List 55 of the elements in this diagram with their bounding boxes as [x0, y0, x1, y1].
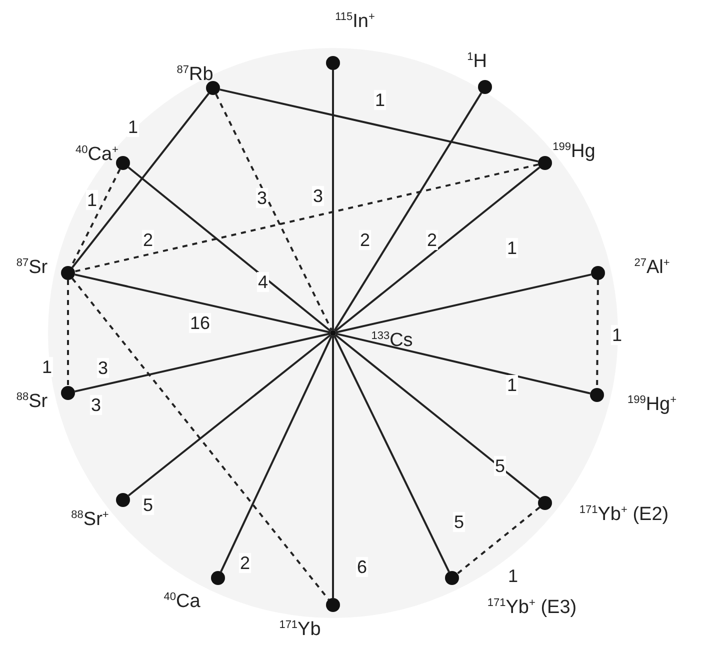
edge-label: 1: [374, 90, 386, 110]
node-label: $^{1}$H: [467, 50, 487, 74]
node-label: $^{88}$Sr: [16, 390, 48, 414]
node-label: $^{40}$Ca$^{+}$: [76, 144, 118, 166]
node-label: $^{40}$Ca: [164, 590, 200, 614]
edge-label: 3: [97, 358, 109, 378]
connector-line: [336, 274, 592, 334]
node-label: $^{199}$Hg$^{+}$: [627, 394, 677, 416]
node-label: $^{171}$Yb: [279, 618, 321, 642]
node-label: $^{87}$Rb: [176, 64, 214, 86]
edge-label: 5: [494, 456, 506, 476]
edge-label: 1: [86, 190, 98, 210]
node-label: $^{88}$Sr$^{+}$: [71, 508, 109, 532]
node-label: $^{87}$Sr: [16, 256, 48, 280]
connector-line: [220, 335, 333, 572]
dashed-line: [74, 164, 538, 272]
connector-line: [332, 70, 334, 330]
edge-label: 2: [359, 230, 371, 250]
node-label: $^{171}$Yb$^{+}$ (E3): [487, 596, 577, 620]
edge-label: 1: [506, 375, 518, 395]
node-label: $^{199}$Hg: [552, 140, 596, 164]
edge-label: 3: [256, 188, 268, 208]
connector-line: [128, 166, 332, 332]
connector-line: [336, 332, 590, 394]
connector-line: [334, 166, 540, 332]
node-label: $^{133}$Cs: [371, 330, 413, 352]
connector-line: [74, 332, 330, 392]
dashed-line: [72, 278, 330, 600]
connector-line: [72, 92, 210, 268]
edge-label: 6: [356, 557, 368, 577]
edge-label: 5: [453, 512, 465, 532]
dashed-line: [456, 506, 540, 574]
connector-line: [333, 335, 450, 572]
dashed-line: [67, 280, 69, 386]
connector-line: [128, 334, 332, 496]
edge-label: 4: [257, 272, 269, 292]
connector-line: [334, 334, 540, 500]
connector-line: [332, 336, 334, 598]
node-label: $^{27}$Al$^{+}$: [634, 256, 670, 280]
edge-label: 5: [142, 495, 154, 515]
node-label: $^{171}$Yb$^{+}$ (E2): [579, 504, 669, 526]
connector-line: [334, 92, 482, 331]
edge-label: 1: [41, 357, 53, 377]
edge-label: 3: [312, 186, 324, 206]
edge-label: 2: [239, 553, 251, 573]
connector-line: [74, 274, 330, 334]
dashed-line: [215, 94, 333, 331]
connector-line: [220, 88, 538, 162]
edge-label: 16: [188, 313, 212, 333]
edge-label: 2: [426, 230, 438, 250]
edge-label: 1: [611, 325, 623, 345]
edge-label: 1: [506, 238, 518, 258]
edge-label: 2: [142, 230, 154, 250]
edge-label: 3: [90, 395, 102, 415]
node-label: $^{115}$In$^{+}$: [335, 10, 375, 34]
